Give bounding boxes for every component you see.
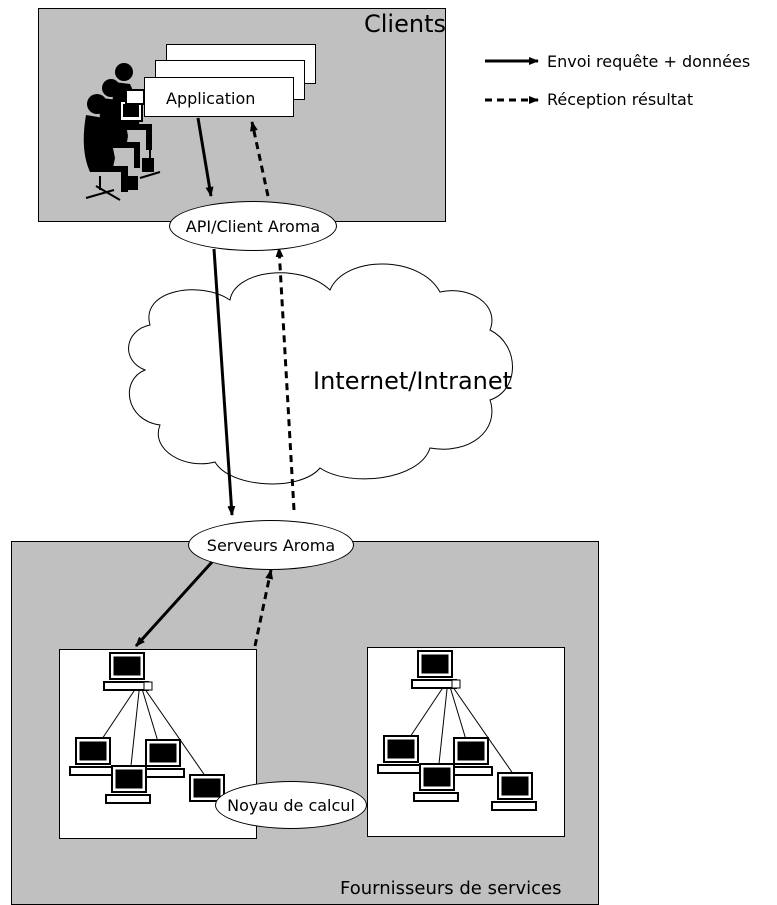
send-arrow-api-to-servers [212, 248, 236, 516]
api-client-label: API/Client Aroma [185, 216, 321, 236]
application-label: Application [166, 89, 256, 108]
servers-node: Serveurs Aroma [188, 520, 354, 570]
application-card-front: Application [144, 77, 294, 117]
compute-kernel-node: Noyau de calcul [215, 781, 367, 829]
api-client-node: API/Client Aroma [169, 201, 337, 251]
receive-arrow-servers-to-api [275, 247, 296, 511]
clients-title: Clients [364, 10, 446, 38]
legend-receive-label: Réception résultat [547, 90, 694, 109]
legend-send-label: Envoi requête + données [547, 52, 751, 71]
providers-title: Fournisseurs de services [340, 878, 562, 899]
servers-label: Serveurs Aroma [206, 535, 336, 555]
compute-cluster-right [367, 647, 565, 837]
compute-kernel-label: Noyau de calcul [227, 795, 355, 815]
network-label: Internet/Intranet [313, 367, 513, 395]
